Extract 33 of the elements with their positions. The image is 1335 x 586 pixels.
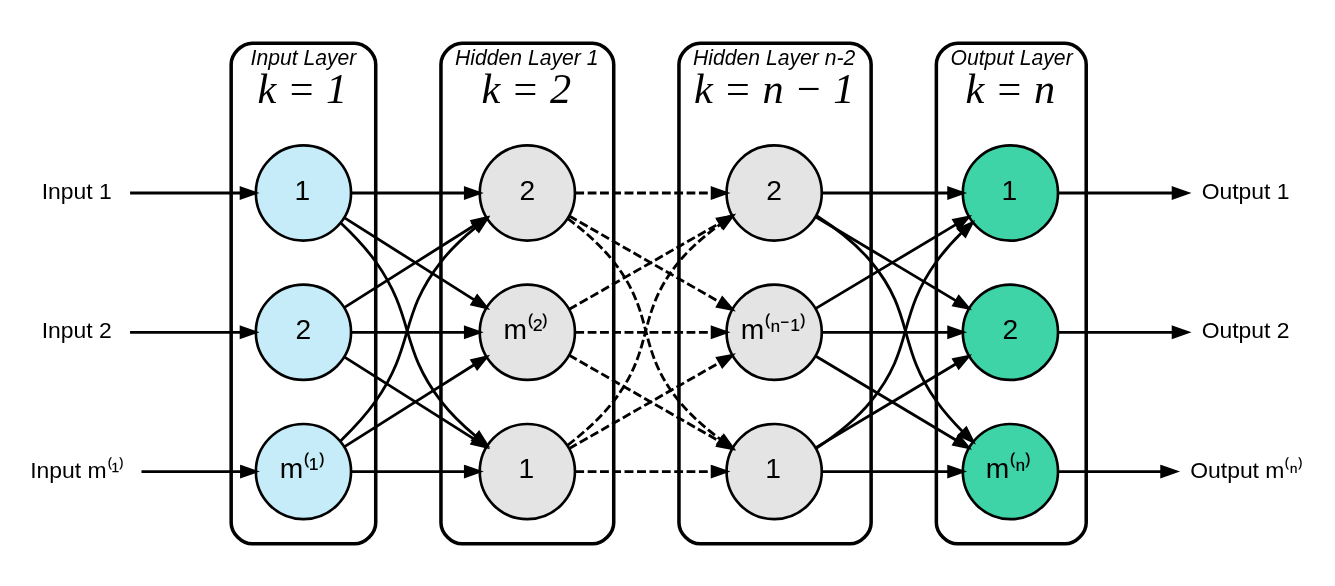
node-circle: 2 xyxy=(725,143,824,242)
node-text: Output 2 xyxy=(1201,316,1290,343)
node-text: Input 1 xyxy=(41,177,112,204)
node-circle: 1 xyxy=(961,143,1060,242)
node-circle: m⁽¹⁾ xyxy=(254,422,353,520)
arrow xyxy=(130,185,260,200)
node-text: Input m⁽¹⁾ xyxy=(30,456,125,483)
arrow xyxy=(351,464,484,478)
arrow xyxy=(821,185,968,200)
arrow xyxy=(351,324,484,339)
node-circle: 1 xyxy=(254,143,353,242)
arrow xyxy=(351,185,484,200)
arrow xyxy=(130,324,260,339)
node-circle: m⁽²⁾ xyxy=(478,282,577,381)
node-circle: 1 xyxy=(478,422,577,520)
arrow xyxy=(1058,464,1181,478)
node-circle: m⁽ⁿ⁾ xyxy=(961,422,1060,520)
node-circle: 2 xyxy=(961,282,1060,381)
node-circle: 1 xyxy=(725,422,824,520)
arrow xyxy=(575,185,731,200)
node-text: Input 2 xyxy=(41,316,112,343)
arrow xyxy=(1058,324,1192,339)
node-text: Output 1 xyxy=(1201,177,1290,204)
arrow xyxy=(1058,185,1192,200)
arrow xyxy=(575,324,731,339)
arrow xyxy=(821,464,968,478)
node-circle: 2 xyxy=(254,282,353,381)
node-text: Output m⁽ⁿ⁾ xyxy=(1190,456,1303,483)
node-circle: m⁽ⁿ⁻¹⁾ xyxy=(725,282,824,381)
arrow xyxy=(821,324,968,339)
arrow xyxy=(575,464,731,478)
arrow xyxy=(141,464,260,478)
node-circle: 2 xyxy=(478,143,577,242)
